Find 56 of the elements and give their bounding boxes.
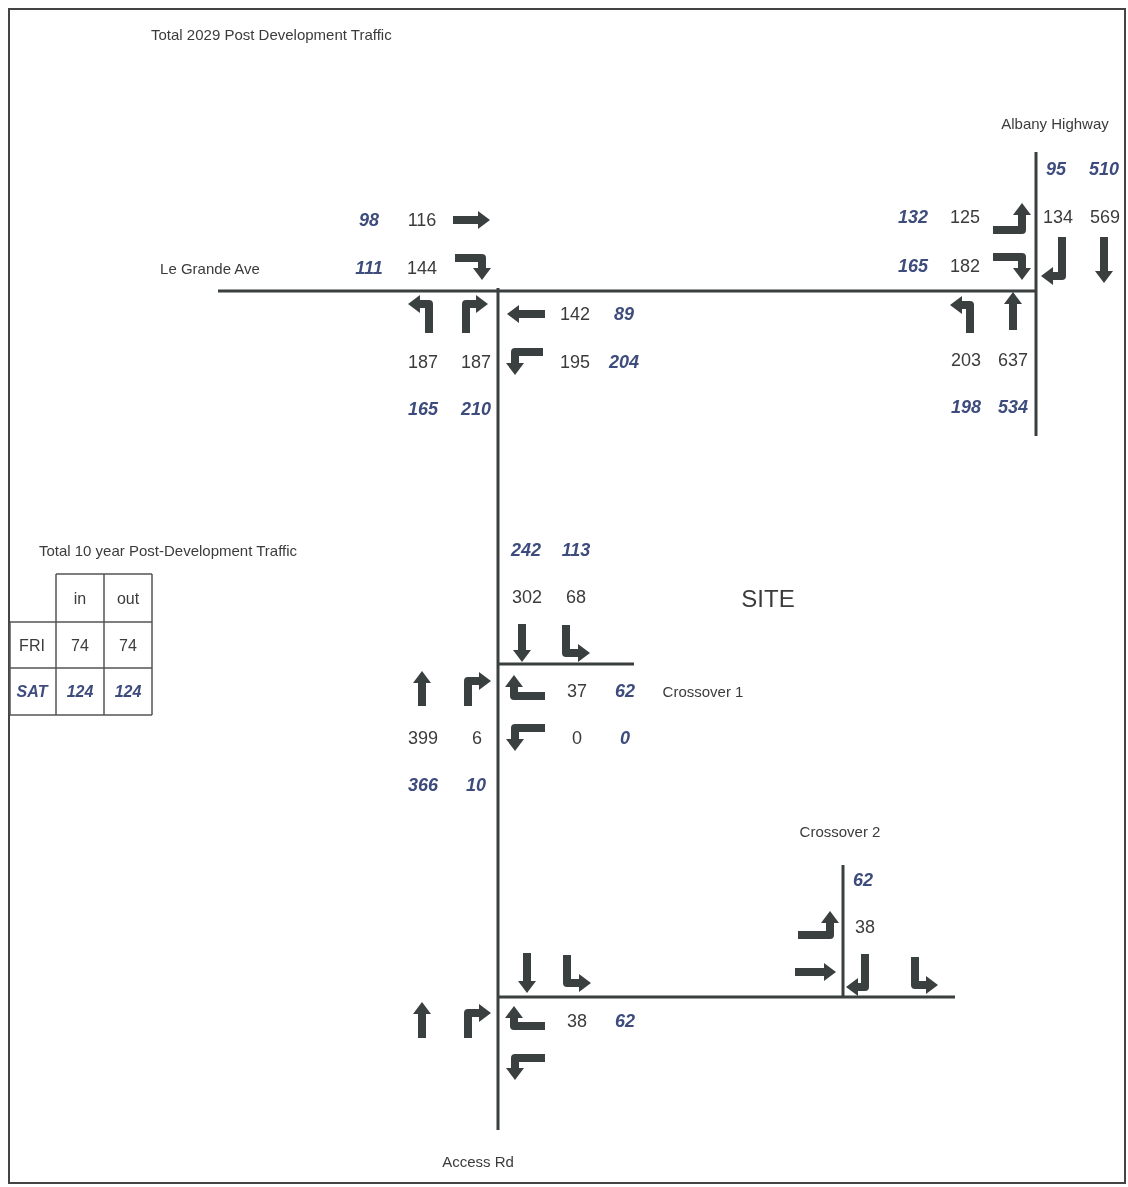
traffic-volume: 187 [461, 353, 491, 373]
traffic-volume: 510 [1089, 160, 1119, 180]
traffic-volume: 210 [461, 400, 491, 420]
traffic-volume: 198 [951, 398, 981, 418]
traffic-volume: 204 [609, 353, 639, 373]
table-value: 124 [66, 683, 94, 701]
column-header: in [73, 590, 87, 608]
road-name: Le Grande Ave [160, 260, 260, 278]
traffic-volume: 0 [572, 729, 582, 749]
traffic-volume: 187 [408, 353, 438, 373]
traffic-volume: 62 [853, 871, 873, 891]
traffic-volume: 142 [560, 305, 590, 325]
table-value: 74 [119, 637, 137, 655]
table-title: Total 10 year Post-Development Traffic [38, 542, 298, 560]
traffic-volume: 165 [408, 400, 438, 420]
traffic-volume: 62 [615, 682, 635, 702]
traffic-volume: 399 [408, 729, 438, 749]
traffic-volume: 113 [561, 541, 591, 561]
traffic-volume: 132 [898, 208, 928, 228]
road-name: Access Rd [442, 1153, 514, 1171]
traffic-volume: 134 [1043, 208, 1073, 228]
traffic-volume: 0 [620, 729, 630, 749]
traffic-volume: 116 [407, 211, 437, 231]
traffic-volume: 68 [566, 588, 586, 608]
road-name: Albany Highway [1001, 115, 1109, 133]
road-name: Crossover 1 [662, 683, 744, 701]
traffic-volume: 569 [1090, 208, 1120, 228]
column-header: out [116, 590, 140, 608]
traffic-volume: 95 [1046, 160, 1066, 180]
traffic-volume: 144 [407, 259, 437, 279]
traffic-volume: 89 [614, 305, 634, 325]
traffic-volume: 125 [950, 208, 980, 228]
site-label: SITE [741, 585, 795, 613]
table-value: 124 [114, 683, 142, 701]
traffic-volume: 203 [951, 351, 981, 371]
traffic-volume: 302 [512, 588, 542, 608]
table-value: 74 [71, 637, 89, 655]
traffic-volume: 10 [466, 776, 486, 796]
row-label: FRI [19, 637, 45, 655]
traffic-volume: 38 [855, 918, 875, 938]
traffic-volume: 6 [472, 729, 482, 749]
diagram-title: Total 2029 Post Development Traffic [151, 26, 392, 44]
traffic-volume: 37 [567, 682, 587, 702]
traffic-volume: 182 [950, 257, 980, 277]
traffic-volume: 242 [511, 541, 541, 561]
traffic-volume: 637 [998, 351, 1028, 371]
traffic-volume: 98 [359, 211, 379, 231]
traffic-volume: 62 [615, 1012, 635, 1032]
row-label: SAT [16, 683, 48, 701]
traffic-volume: 195 [560, 353, 590, 373]
traffic-volume: 111 [355, 259, 383, 279]
traffic-volume: 366 [408, 776, 438, 796]
traffic-volume: 38 [567, 1012, 587, 1032]
road-name: Crossover 2 [799, 823, 881, 841]
traffic-volume: 165 [898, 257, 928, 277]
traffic-volume: 534 [998, 398, 1028, 418]
